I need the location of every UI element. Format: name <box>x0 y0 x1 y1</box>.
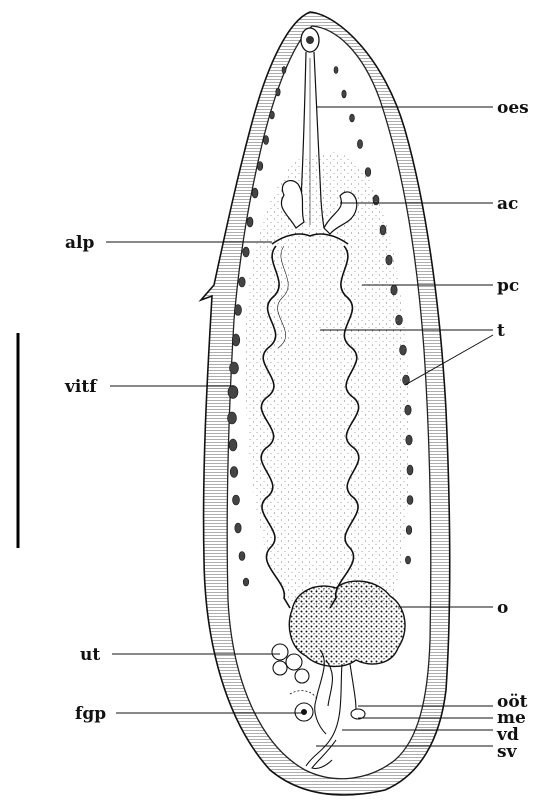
oral-sucker <box>301 28 319 52</box>
label-ut: ut <box>80 645 100 665</box>
label-pc: pc <box>497 276 519 296</box>
ovary <box>289 581 405 666</box>
label-vitf: vitf <box>64 377 98 397</box>
testicular-field <box>245 152 410 610</box>
label-oes: oes <box>497 98 529 118</box>
label-ac: ac <box>497 194 518 214</box>
label-sv: sv <box>497 742 518 762</box>
label-alp: alp <box>65 233 94 253</box>
label-o: o <box>497 598 508 618</box>
label-fgp: fgp <box>75 704 106 724</box>
label-t: t <box>497 321 505 341</box>
